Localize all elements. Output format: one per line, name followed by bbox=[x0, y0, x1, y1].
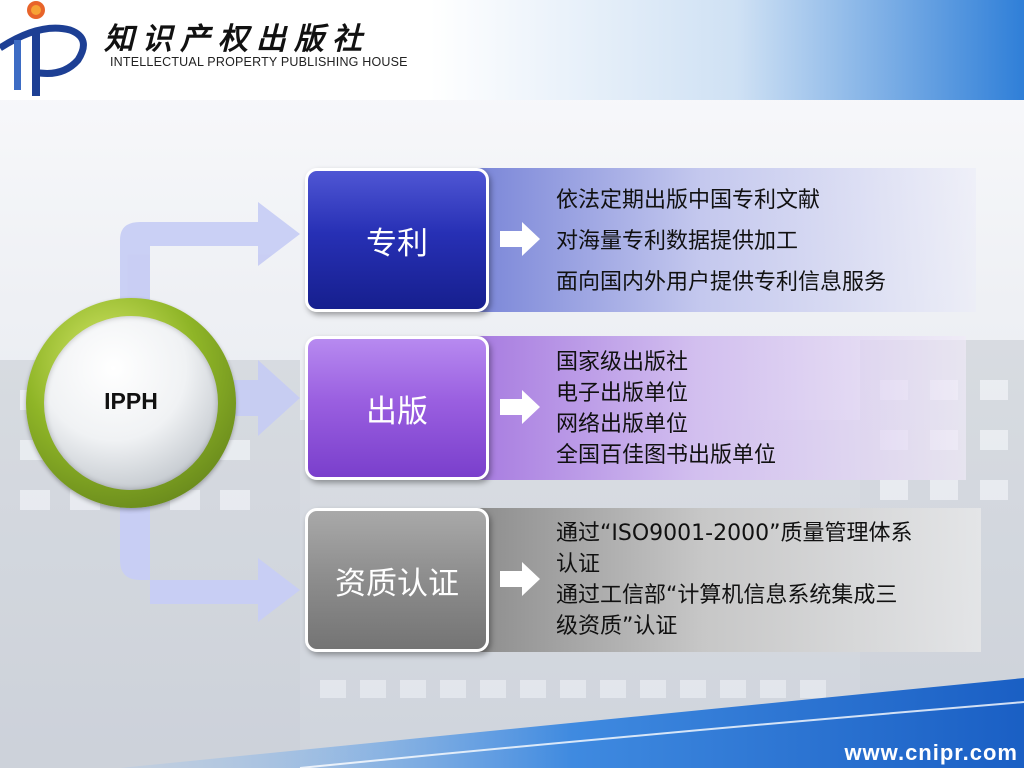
brand-name-english: INTELLECTUAL PROPERTY PUBLISHING HOUSE bbox=[110, 55, 408, 69]
detail-line: 国家级出版社 bbox=[556, 350, 689, 375]
footer-swoosh: www.cnipr.com bbox=[0, 672, 1024, 768]
detail-line: 通过工信部“计算机信息系统集成三 bbox=[556, 583, 898, 608]
footer-wave bbox=[120, 678, 1024, 768]
arrow-right-icon bbox=[500, 222, 540, 256]
row-band-patent bbox=[476, 168, 976, 312]
row-band-publishing bbox=[476, 336, 966, 480]
category-title-patent: 专利 bbox=[366, 225, 428, 262]
detail-line: 认证 bbox=[556, 552, 601, 577]
category-box-patent: 专利 bbox=[305, 168, 489, 312]
detail-line: 电子出版单位 bbox=[556, 381, 689, 406]
detail-line: 网络出版单位 bbox=[556, 412, 689, 437]
category-title-publishing: 出版 bbox=[366, 393, 428, 430]
website-url: www.cnipr.com bbox=[844, 740, 1018, 765]
publishing-details: 国家级出版社 电子出版单位 网络出版单位 全国百佳图书出版单位 bbox=[556, 347, 776, 471]
patent-details: 依法定期出版中国专利文献 对海量专利数据提供加工 面向国内外用户提供专利信息服务 bbox=[556, 180, 886, 303]
ipph-logo-icon bbox=[0, 1, 87, 96]
detail-line: 通过“ISO9001-2000”质量管理体系 bbox=[556, 521, 913, 546]
arrow-right-icon bbox=[500, 562, 540, 596]
ipph-sphere bbox=[44, 316, 218, 490]
category-box-certification: 资质认证 bbox=[305, 508, 489, 652]
category-title-certification: 资质认证 bbox=[335, 565, 459, 602]
row-band-certification bbox=[476, 508, 981, 652]
arrow-right-icon bbox=[500, 390, 540, 424]
detail-line: 对海量专利数据提供加工 bbox=[556, 229, 799, 254]
detail-line: 全国百佳图书出版单位 bbox=[556, 443, 777, 468]
brand-name-chinese: 知识产权出版社 bbox=[104, 22, 370, 57]
category-box-publishing: 出版 bbox=[305, 336, 489, 480]
detail-line: 面向国内外用户提供专利信息服务 bbox=[556, 270, 887, 295]
certification-details: 通过“ISO9001-2000”质量管理体系 认证 通过工信部“计算机信息系统集… bbox=[556, 518, 976, 642]
ipph-label: IPPH bbox=[104, 388, 158, 414]
detail-line: 依法定期出版中国专利文献 bbox=[556, 188, 821, 213]
header-bar: 知识产权出版社 INTELLECTUAL PROPERTY PUBLISHING… bbox=[0, 0, 1024, 100]
detail-line: 级资质”认证 bbox=[556, 614, 678, 639]
